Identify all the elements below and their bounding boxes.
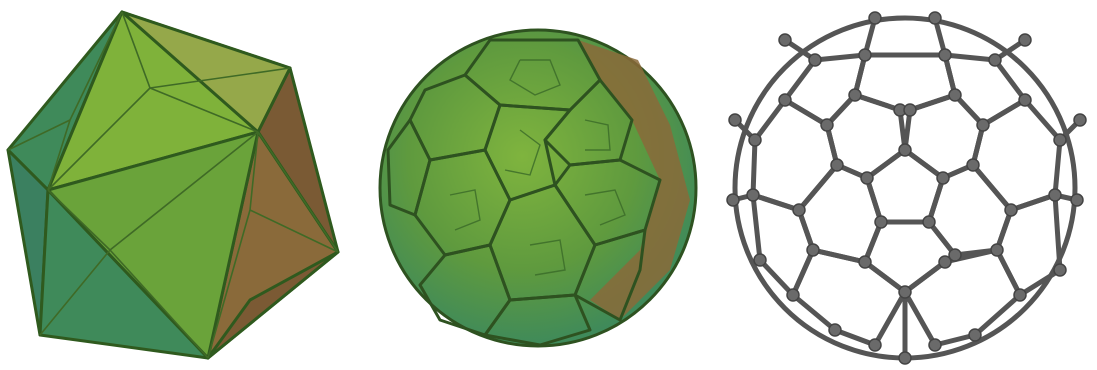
icosahedron-illustration — [0, 0, 350, 370]
buckyball-wireframe-illustration — [715, 0, 1097, 370]
bonds — [733, 18, 1080, 358]
truncated-icosahedron-illustration — [370, 0, 700, 370]
buckyball-svg — [715, 0, 1097, 370]
icosahedron-svg — [0, 0, 350, 370]
truncated-icosahedron-svg — [370, 0, 700, 370]
